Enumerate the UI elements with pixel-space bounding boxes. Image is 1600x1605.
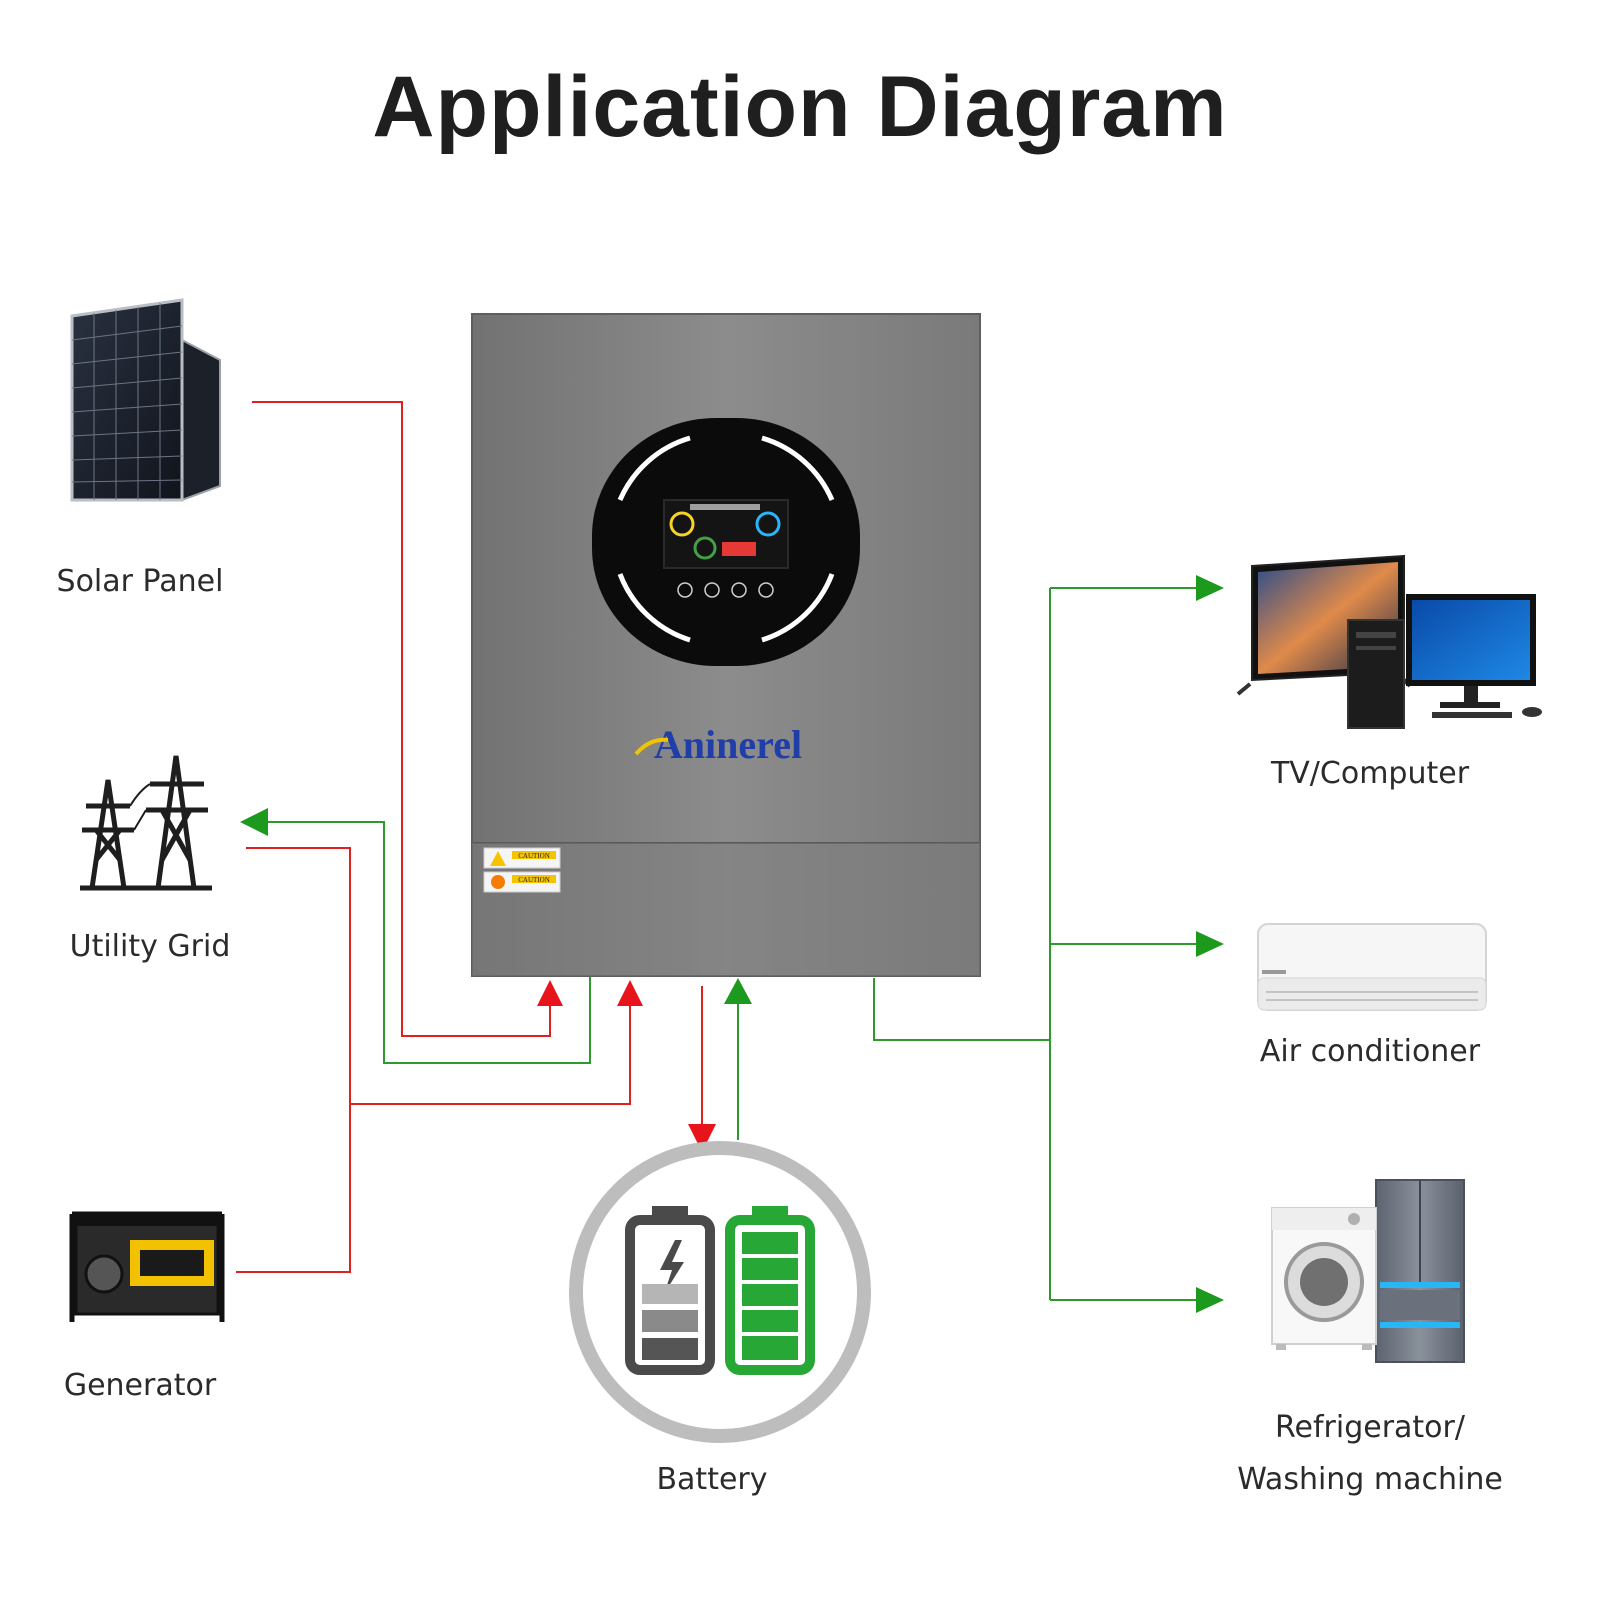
led-ring-tl <box>617 435 691 501</box>
grid-arrow <box>617 980 643 1006</box>
arrow-heads <box>240 575 1224 1313</box>
caution-text-1: CAUTION <box>518 852 550 860</box>
inverter-unit: Aninerel CAUTION CAUTION <box>471 313 981 977</box>
utility-grid-icon <box>80 755 212 891</box>
hot-surface-icon <box>491 875 505 889</box>
charging-bolt-icon <box>660 1240 684 1294</box>
lcd-load-icon <box>755 511 781 537</box>
lcd-battery-icon <box>693 536 717 560</box>
refrigerator-label: Refrigerator/ <box>1275 1410 1465 1445</box>
solar-arrow <box>537 980 563 1006</box>
grid-feed-line <box>266 821 591 1064</box>
page-title: Application Diagram <box>372 59 1228 155</box>
caution-text-2: CAUTION <box>518 876 550 884</box>
warning-icon <box>490 851 506 866</box>
fridge-arrow <box>1196 1287 1224 1313</box>
tv-computer-icon <box>1236 554 1542 729</box>
generator-line <box>236 1104 351 1273</box>
grid-feed-arrow <box>240 808 268 836</box>
inverter-button-4 <box>758 582 774 598</box>
battery-icon <box>569 1141 871 1443</box>
connection-lines <box>236 401 1196 1301</box>
led-ring-bl <box>617 573 691 643</box>
battery-discharge-arrow <box>724 978 752 1004</box>
solar-panel-label: Solar Panel <box>56 564 224 599</box>
lcd-solar-icon <box>669 511 695 537</box>
led-ring-br <box>761 573 835 643</box>
inverter-brand: Aninerel <box>654 722 802 767</box>
solar-panel-icon <box>70 298 221 502</box>
solar-line <box>252 401 551 1037</box>
battery-charge-arrow <box>688 1124 716 1152</box>
lcd-header <box>690 504 760 510</box>
brand-swoosh <box>634 737 669 756</box>
tv-arrow <box>1196 575 1224 601</box>
lcd-readout <box>722 542 756 556</box>
refrigerator-washer-icon <box>1271 1179 1465 1363</box>
washing-machine-label: Washing machine <box>1237 1462 1503 1497</box>
inverter-button-3 <box>731 582 747 598</box>
air-conditioner-label: Air conditioner <box>1259 1034 1481 1069</box>
air-conditioner-icon <box>1257 923 1487 1011</box>
solar-cell-grid <box>71 303 183 500</box>
ac-arrow <box>1196 931 1224 957</box>
generator-icon <box>69 1211 225 1322</box>
tv-computer-label: TV/Computer <box>1270 756 1470 791</box>
led-ring-tr <box>761 435 835 501</box>
utility-grid-label: Utility Grid <box>69 929 231 964</box>
inverter-button-1 <box>677 582 693 598</box>
inverter-button-2 <box>704 582 720 598</box>
generator-label: Generator <box>63 1368 217 1403</box>
battery-label: Battery <box>656 1462 768 1497</box>
load-trunk-line <box>873 978 1050 1041</box>
